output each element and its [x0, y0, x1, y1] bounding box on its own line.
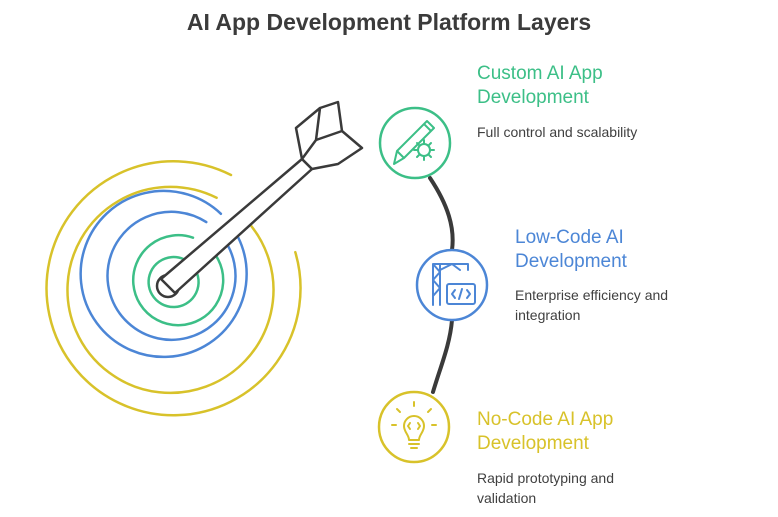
- target-ring-green: [132, 233, 225, 327]
- icon-circle-nocode: [377, 390, 451, 464]
- layer-lowcode-description: Enterprise efficiency and integration: [515, 287, 669, 323]
- layer-nocode-title: No-Code AI App Development: [477, 409, 614, 454]
- target-ring-blue-outer: [79, 189, 248, 359]
- lightbulb-code-icon: [391, 401, 437, 449]
- layer-custom-title: Custom AI App Development: [477, 63, 603, 108]
- icon-circle-custom: [378, 106, 452, 180]
- arrow: [155, 100, 364, 299]
- crane-code-icon: [432, 263, 476, 306]
- target: [45, 160, 302, 417]
- layer-nocode-description: Rapid prototyping and validation: [477, 470, 614, 506]
- icon-circle-lowcode: [415, 248, 489, 322]
- layer-custom-description: Full control and scalability: [477, 124, 638, 140]
- layer-lowcode-title: Low-Code AI Development: [515, 227, 627, 272]
- target-ring-blue-inner: [106, 210, 237, 342]
- pencil-gear-icon: [393, 120, 435, 165]
- arrow-fletching: [294, 100, 364, 171]
- target-ring-green-center: [147, 255, 200, 309]
- connector-line: [428, 176, 455, 394]
- target-ring-yellow-outer: [45, 160, 302, 417]
- target-ring-yellow-inner: [66, 185, 275, 395]
- page-title: AI App Development Platform Layers: [186, 9, 592, 35]
